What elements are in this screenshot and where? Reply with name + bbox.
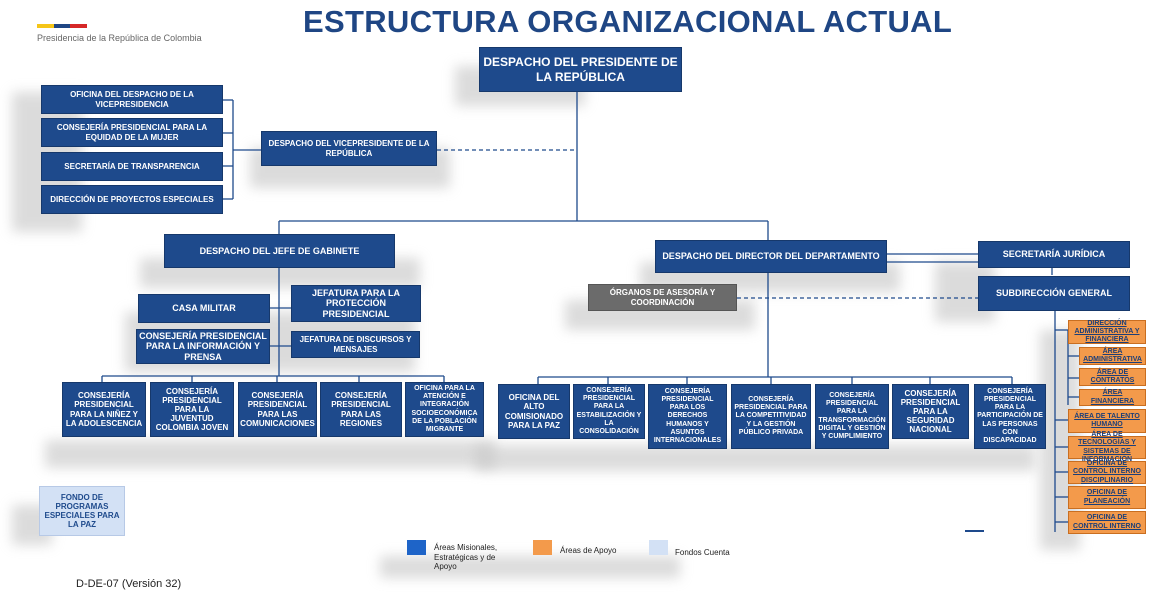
page-title: ESTRUCTURA ORGANIZACIONAL ACTUAL xyxy=(303,4,953,39)
secretaria-juridica-box[interactable]: SECRETARÍA JURÍDICA xyxy=(978,241,1130,268)
director-unit-box[interactable]: CONSEJERÍA PRESIDENCIAL PARA LA SEGURIDA… xyxy=(892,384,969,439)
shadow xyxy=(380,556,680,578)
document-code: D-DE-07 (Versión 32) xyxy=(76,578,182,590)
director-unit-box[interactable]: CONSEJERÍA PRESIDENCIAL PARA LA PARTICIP… xyxy=(974,384,1046,449)
legend-label-apoyo: Áreas de Apoyo xyxy=(560,546,617,555)
logo-color-bar xyxy=(37,24,88,28)
consejeria-informacion-box[interactable]: CONSEJERÍA PRESIDENCIAL PARA LA INFORMAC… xyxy=(136,329,270,364)
proteccion-presidencial-box[interactable]: JEFATURA PARA LA PROTECCIÓN PRESIDENCIAL xyxy=(291,285,421,322)
gabinete-unit-box[interactable]: CONSEJERÍA PRESIDENCIAL PARA LA JUVENTUD… xyxy=(150,382,234,437)
casa-militar-box[interactable]: CASA MILITAR xyxy=(138,294,270,323)
gabinete-unit-box[interactable]: OFICINA PARA LA ATENCIÓN E INTEGRACIÓN S… xyxy=(405,382,484,437)
support-unit-box[interactable]: OFICINA DE PLANEACIÓN xyxy=(1068,486,1146,509)
discursos-box[interactable]: JEFATURA DE DISCURSOS Y MENSAJES xyxy=(291,331,420,358)
shadow xyxy=(45,440,495,468)
legend-swatch-apoyo xyxy=(533,540,552,555)
director-unit-box[interactable]: CONSEJERÍA PRESIDENCIAL PARA LOS DERECHO… xyxy=(648,384,727,449)
director-office-box[interactable]: DESPACHO DEL DIRECTOR DEL DEPARTAMENTO xyxy=(655,240,887,273)
support-unit-box[interactable]: OFICINA DE CONTROL INTERNO xyxy=(1068,511,1146,534)
support-unit-box[interactable]: OFICINA DE CONTROL INTERNO DISCIPLINARIO xyxy=(1068,460,1146,484)
fondo-paz-box[interactable]: FONDO DE PROGRAMAS ESPECIALES PARA LA PA… xyxy=(39,486,125,536)
dash-mark xyxy=(965,530,984,532)
support-unit-box[interactable]: ÁREA DE CONTRATOS xyxy=(1079,368,1146,386)
vice-unit-box[interactable]: DIRECCIÓN DE PROYECTOS ESPECIALES xyxy=(41,185,223,214)
logo-text: Presidencia de la República de Colombia xyxy=(37,33,202,43)
support-unit-box[interactable]: DIRECCIÓN ADMINISTRATIVA Y FINANCIERA xyxy=(1068,320,1146,344)
support-unit-box[interactable]: ÁREA DE TALENTO HUMANO xyxy=(1068,409,1146,433)
gabinete-unit-box[interactable]: CONSEJERÍA PRESIDENCIAL PARA LA NIÑEZ Y … xyxy=(62,382,146,437)
director-unit-box[interactable]: CONSEJERÍA PRESIDENCIAL PARA LA TRANSFOR… xyxy=(815,384,889,449)
gabinete-unit-box[interactable]: CONSEJERÍA PRESIDENCIAL PARA LAS COMUNIC… xyxy=(238,382,317,437)
director-unit-box[interactable]: CONSEJERÍA PRESIDENCIAL PARA LA COMPETIT… xyxy=(731,384,811,449)
vice-unit-box[interactable]: CONSEJERÍA PRESIDENCIAL PARA LA EQUIDAD … xyxy=(41,118,223,147)
legend-label-misionales: Áreas Misionales, Estratégicas y de Apoy… xyxy=(434,543,498,572)
director-unit-box[interactable]: OFICINA DEL ALTO COMISIONADO PARA LA PAZ xyxy=(498,384,570,439)
vice-president-office-box[interactable]: DESPACHO DEL VICEPRESIDENTE DE LA REPÚBL… xyxy=(261,131,437,166)
support-unit-box[interactable]: ÁREA DE TECNOLOGÍAS Y SISTEMAS DE INFORM… xyxy=(1068,431,1146,463)
director-unit-box[interactable]: CONSEJERÍA PRESIDENCIAL PARA LA ESTABILI… xyxy=(573,384,645,439)
subdireccion-general-box[interactable]: SUBDIRECCIÓN GENERAL xyxy=(978,276,1130,311)
chief-of-staff-box[interactable]: DESPACHO DEL JEFE DE GABINETE xyxy=(164,234,395,268)
legend-swatch-fondos xyxy=(649,540,668,555)
vice-unit-box[interactable]: SECRETARÍA DE TRANSPARENCIA xyxy=(41,152,223,181)
gabinete-unit-box[interactable]: CONSEJERÍA PRESIDENCIAL PARA LAS REGIONE… xyxy=(320,382,402,437)
organos-asesoria-box[interactable]: ÓRGANOS DE ASESORÍA Y COORDINACIÓN xyxy=(588,284,737,311)
shadow xyxy=(475,445,1035,471)
support-unit-box[interactable]: ÁREA ADMINISTRATIVA xyxy=(1079,347,1146,365)
support-unit-box[interactable]: ÁREA FINANCIERA xyxy=(1079,389,1146,406)
legend-swatch-misionales xyxy=(407,540,426,555)
legend-label-fondos: Fondos Cuenta xyxy=(675,548,730,557)
vice-unit-box[interactable]: OFICINA DEL DESPACHO DE LA VICEPRESIDENC… xyxy=(41,85,223,114)
president-office-box[interactable]: DESPACHO DEL PRESIDENTE DE LA REPÚBLICA xyxy=(479,47,682,92)
